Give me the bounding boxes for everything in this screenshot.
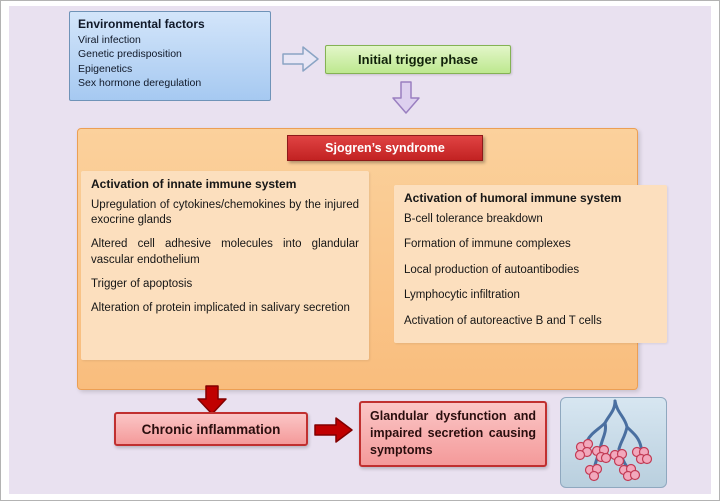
- innate-immune-item: Upregulation of cytokines/chemokines by …: [91, 199, 359, 227]
- glandular-dysfunction-label: Glandular dysfunction and impaired secre…: [370, 409, 536, 457]
- humoral-immune-panel: Activation of humoral immune system B-ce…: [394, 185, 667, 343]
- environmental-factors-box: Environmental factors Viral infection Ge…: [69, 11, 271, 101]
- trigger-flow-arrow-icon: [282, 44, 320, 74]
- outcome-flow-arrow-icon: [314, 416, 354, 444]
- humoral-immune-item: Lymphocytic infiltration: [404, 289, 520, 302]
- syndrome-flow-arrow-icon: [391, 81, 421, 115]
- sjogrens-syndrome-banner-label: Sjogren’s syndrome: [325, 141, 445, 155]
- environmental-factor-item: Genetic predisposition: [78, 48, 182, 61]
- innate-immune-item: Altered cell adhesive molecules into gla…: [91, 238, 359, 266]
- innate-immune-item: Trigger of apoptosis: [91, 277, 193, 290]
- innate-immune-title: Activation of innate immune system: [91, 177, 297, 191]
- initial-trigger-phase-box: Initial trigger phase: [325, 45, 511, 74]
- initial-trigger-phase-label: Initial trigger phase: [358, 52, 478, 67]
- chronic-inflammation-box: Chronic inflammation: [114, 412, 308, 446]
- humoral-immune-item: Activation of autoreactive B and T cells: [404, 314, 602, 327]
- innate-immune-panel: Activation of innate immune system Upreg…: [81, 171, 369, 360]
- innate-immune-item: Alteration of protein implicated in sali…: [91, 301, 350, 314]
- inflammation-flow-arrow-icon: [197, 385, 227, 415]
- environmental-factor-item: Viral infection: [78, 34, 141, 46]
- chronic-inflammation-label: Chronic inflammation: [141, 421, 281, 437]
- gland-figure: [560, 397, 667, 488]
- sjogrens-syndrome-banner: Sjogren’s syndrome: [287, 135, 483, 161]
- environmental-factor-item: Epigenetics: [78, 62, 133, 75]
- page-background: Environmental factors Viral infection Ge…: [9, 6, 711, 494]
- environmental-factor-item: Sex hormone deregulation: [78, 77, 202, 90]
- humoral-immune-item: Formation of immune complexes: [404, 238, 571, 251]
- environmental-factors-title: Environmental factors: [78, 17, 205, 31]
- humoral-immune-item: Local production of autoantibodies: [404, 263, 580, 276]
- salivary-gland-icon: [574, 399, 653, 482]
- humoral-immune-item: B-cell tolerance breakdown: [404, 213, 543, 225]
- glandular-dysfunction-box: Glandular dysfunction and impaired secre…: [359, 401, 547, 467]
- humoral-immune-title: Activation of humoral immune system: [404, 191, 622, 205]
